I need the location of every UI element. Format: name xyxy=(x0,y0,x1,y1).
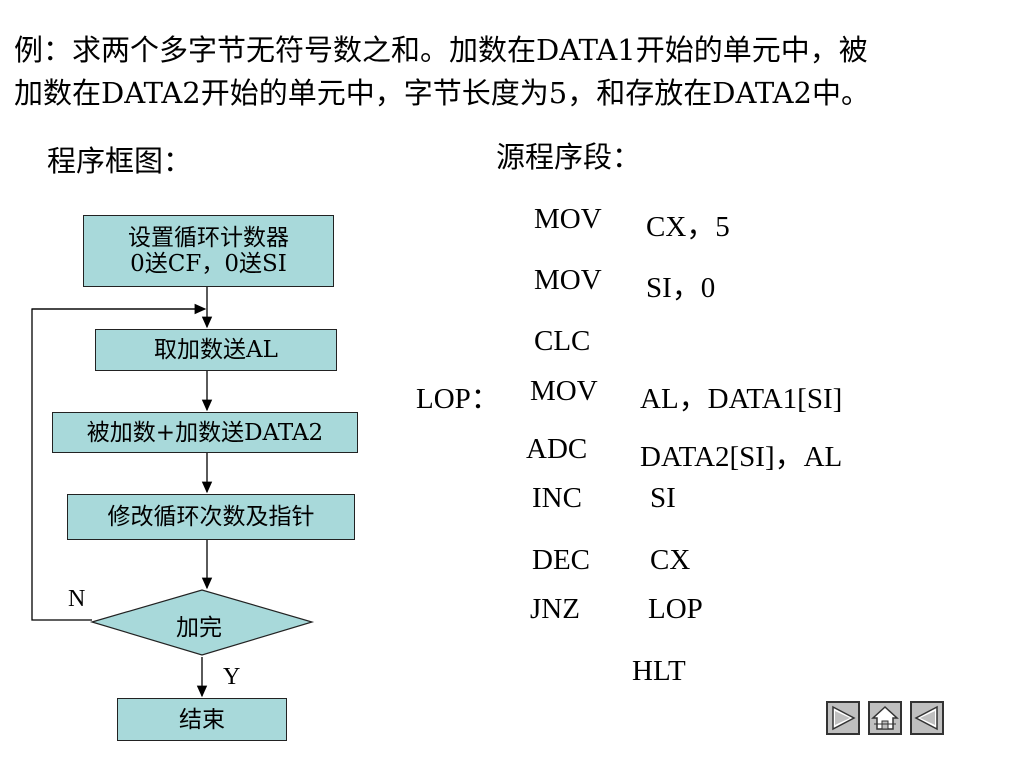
code-line-8-op: JNZ xyxy=(530,593,580,625)
code-line-9-op: HLT xyxy=(632,655,686,687)
code-line-8: JNZ LOP xyxy=(530,593,830,629)
code-line-5: ADC DATA2[SI]，AL xyxy=(526,433,886,473)
decision-diamond xyxy=(89,589,315,656)
decision-label: 加完 xyxy=(176,615,222,641)
code-line-9: HLT xyxy=(632,655,752,691)
flowchart-box-update: 修改循环次数及指针 xyxy=(67,494,355,540)
flowchart-box-add-label: 被加数+加数送DATA2 xyxy=(86,419,324,446)
flowchart-box-init-line2: 0送CF，0送SI xyxy=(130,251,287,277)
code-line-3: CLC xyxy=(534,325,834,361)
code-line-2-op: MOV xyxy=(534,264,602,296)
flowchart-box-end-label: 结束 xyxy=(179,706,225,733)
flowchart-box-add: 被加数+加数送DATA2 xyxy=(52,412,358,453)
flowchart-box-end: 结束 xyxy=(117,698,287,741)
code-line-2: MOV SI，0 xyxy=(534,264,834,304)
loop-label: LOP： xyxy=(416,383,500,415)
code-line-5-op: ADC xyxy=(526,433,588,465)
branch-label-no: N xyxy=(68,586,86,612)
code-line-4-args: AL，DATA1[SI] xyxy=(640,383,843,415)
code-line-1: MOV CX，5 xyxy=(534,203,834,243)
source-heading: 源程序段： xyxy=(496,140,642,174)
code-line-8-args: LOP xyxy=(648,593,703,625)
code-line-4: MOV AL，DATA1[SI] xyxy=(530,375,890,415)
code-line-6: INC SI xyxy=(532,482,832,518)
flowchart-box-init-line1: 设置循环计数器 xyxy=(128,225,289,251)
flowchart-box-init: 设置循环计数器 0送CF，0送SI xyxy=(83,215,334,287)
code-line-7: DEC CX xyxy=(532,544,832,580)
code-line-1-args: CX，5 xyxy=(646,211,730,243)
previous-slide-button[interactable] xyxy=(910,701,944,735)
flowchart-box-load-label: 取加数送AL xyxy=(154,337,278,363)
flowchart-box-update-label: 修改循环次数及指针 xyxy=(107,504,315,530)
code-line-6-op: INC xyxy=(532,482,582,514)
code-line-1-op: MOV xyxy=(534,203,602,235)
code-line-7-op: DEC xyxy=(532,544,590,576)
next-slide-button[interactable] xyxy=(826,701,860,735)
branch-label-yes: Y xyxy=(223,664,241,690)
play-forward-icon xyxy=(832,705,856,731)
code-line-5-args: DATA2[SI]，AL xyxy=(640,441,843,473)
flowchart-box-load: 取加数送AL xyxy=(95,329,337,371)
play-back-icon xyxy=(914,705,938,731)
code-line-3-op: CLC xyxy=(534,325,591,357)
intro-line-1: 例：求两个多字节无符号数之和。加数在DATA1开始的单元中，被 xyxy=(14,33,868,67)
code-line-2-args: SI，0 xyxy=(646,272,716,304)
code-line-4-op: MOV xyxy=(530,375,598,407)
home-button[interactable] xyxy=(868,701,902,735)
flowchart-heading: 程序框图： xyxy=(47,144,193,178)
code-line-7-args: CX xyxy=(650,544,691,576)
code-line-6-args: SI xyxy=(650,482,676,514)
home-icon xyxy=(871,705,899,730)
intro-line-2: 加数在DATA2开始的单元中，字节长度为5，和存放在DATA2中。 xyxy=(14,76,870,110)
